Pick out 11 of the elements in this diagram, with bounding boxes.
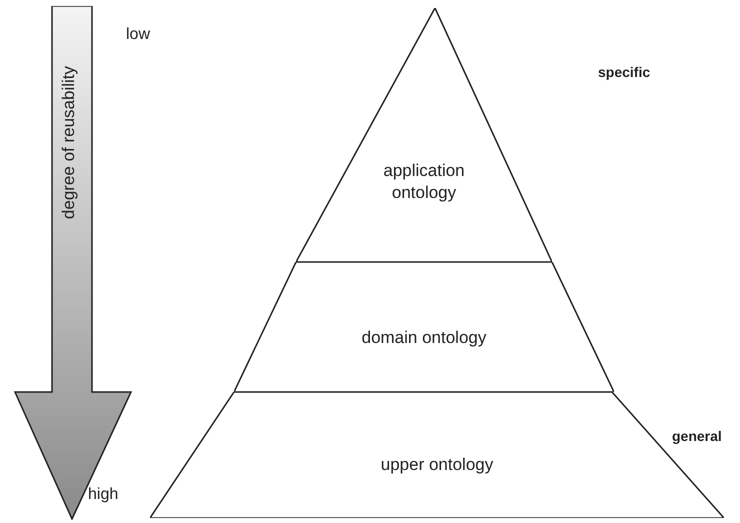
layer-label: application ontology: [382, 160, 466, 204]
scale-label: low: [126, 26, 150, 44]
layer-label: domain ontology: [360, 327, 488, 349]
scale-label: high: [88, 486, 118, 504]
pyramid-base-layer: [150, 392, 724, 518]
pyramid-middle-layer: [234, 262, 614, 392]
pyramid-top-layer: [296, 8, 552, 262]
arrow-label: degree of reusability: [58, 66, 79, 220]
scale-label: general: [672, 428, 722, 444]
scale-label: specific: [598, 64, 650, 80]
layer-label: upper ontology: [380, 454, 494, 476]
